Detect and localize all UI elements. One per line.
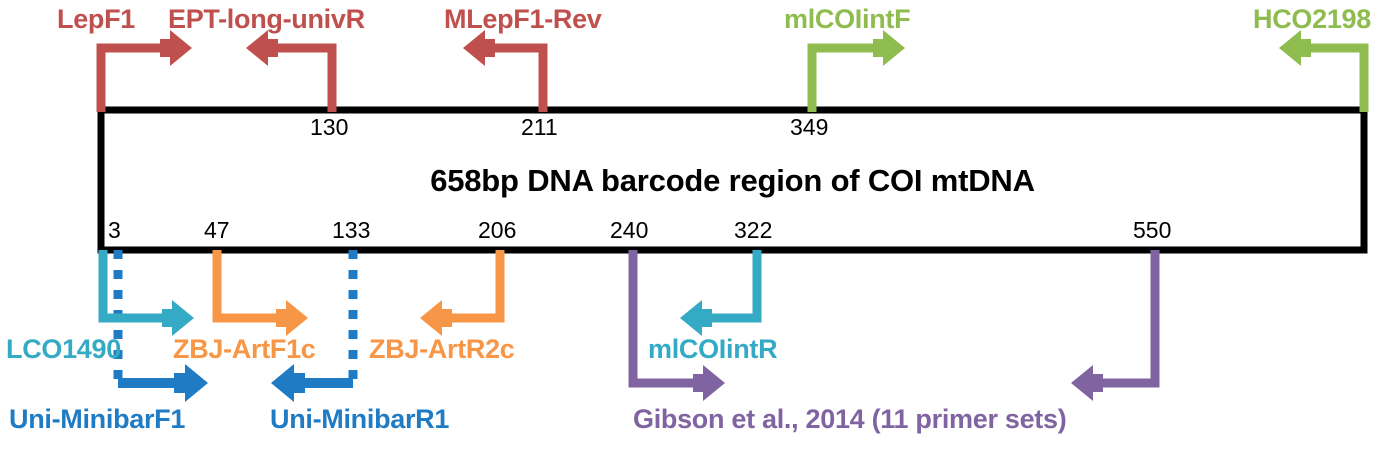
primer-label-mlcoiintr: mlCOIintR	[648, 334, 778, 364]
primer-arrow-mlcoiintf	[807, 30, 905, 112]
position-label-47: 47	[204, 217, 230, 243]
primer-label-zbj-artf1c: ZBJ-ArtF1c	[173, 334, 316, 364]
barcode-region-box	[97, 106, 1368, 254]
primer-label-gibson-2014: Gibson et al., 2014 (11 primer sets)	[633, 404, 1067, 434]
position-label-550: 550	[1133, 217, 1172, 243]
primer-label-lco1490: LCO1490	[6, 334, 121, 364]
primer-arrow-mlepf1-rev	[463, 30, 548, 112]
position-label-322: 322	[734, 217, 773, 243]
primer-arrow-uni-minibarf1	[118, 364, 208, 402]
primer-arrow-uni-minibarr1	[271, 364, 353, 402]
box-title: 658bp DNA barcode region of COI mtDNA	[430, 163, 1035, 198]
primer-arrow-lco1490	[98, 250, 194, 336]
primer-label-hco2198: HCO2198	[1253, 4, 1371, 34]
primer-arrow-lepf1	[96, 30, 192, 112]
primer-arrow-gibson-forward	[628, 250, 725, 401]
position-label-211: 211	[521, 114, 558, 140]
primer-label-uni-minibarr1: Uni-MinibarR1	[270, 404, 450, 434]
primer-arrow-gibson-reverse	[1071, 250, 1160, 401]
primer-label-mlepf1-rev: MLepF1-Rev	[444, 4, 602, 34]
position-label-133: 133	[332, 217, 371, 243]
primer-label-lepf1: LepF1	[57, 4, 136, 34]
position-label-206: 206	[478, 217, 517, 243]
position-label-240: 240	[610, 217, 649, 243]
position-label-349: 349	[790, 114, 829, 140]
position-label-130: 130	[310, 114, 349, 140]
primer-label-mlcoiintf: mlCOIintF	[784, 4, 911, 34]
primer-label-ept-long-univr: EPT-long-univR	[168, 4, 365, 34]
primer-arrow-zbj-artf1c	[212, 250, 308, 336]
position-label-3: 3	[108, 217, 121, 243]
primer-arrow-ept-long-univr	[246, 30, 337, 112]
primer-arrow-zbj-artr2c	[420, 250, 505, 336]
primer-arrow-mlcoiintr	[680, 250, 762, 336]
primer-arrow-hco2198	[1279, 30, 1369, 112]
primer-label-zbj-artr2c: ZBJ-ArtR2c	[369, 334, 515, 364]
primer-label-uni-minibarf1: Uni-MinibarF1	[9, 404, 186, 434]
